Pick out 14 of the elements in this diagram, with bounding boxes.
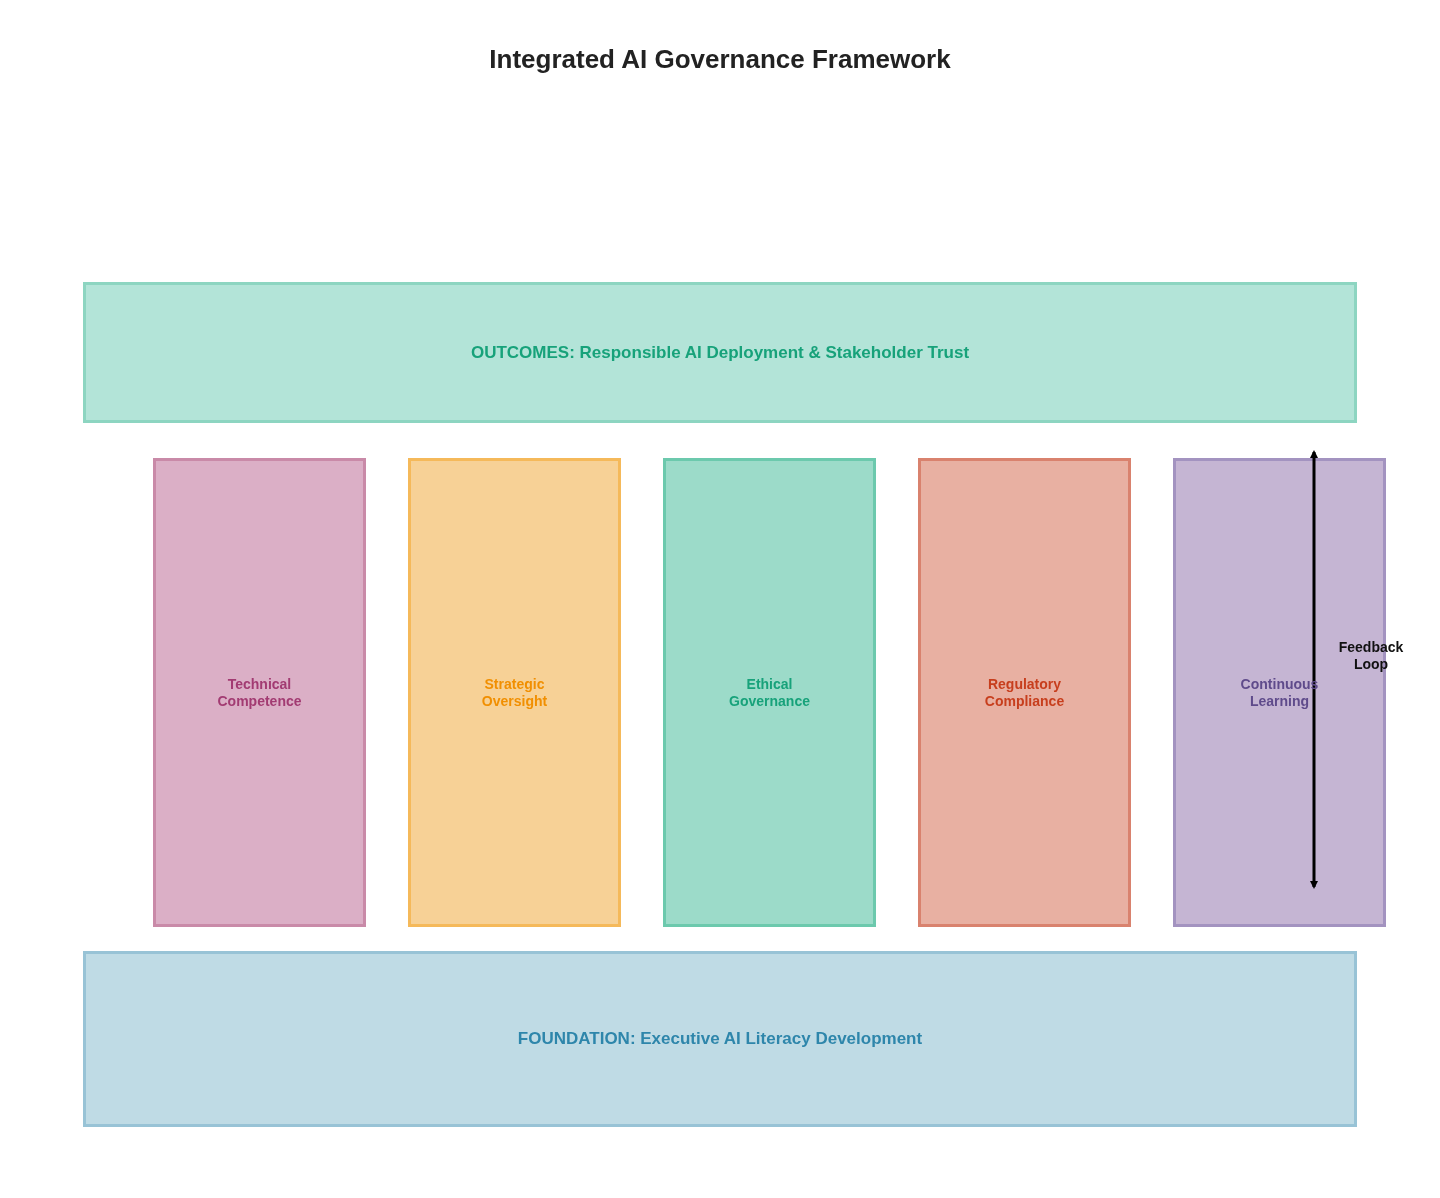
- pillar-box: [153, 458, 366, 927]
- diagram-title: Integrated AI Governance Framework: [488, 44, 952, 75]
- pillar-box: [663, 458, 876, 927]
- pillar-box: [918, 458, 1131, 927]
- node-label: Regulatory Compliance: [983, 675, 1066, 710]
- arrow-label: Feedback Loop: [1337, 639, 1405, 673]
- node-label: OUTCOMES: Responsible AI Deployment & Stakeholder Trust: [470, 342, 970, 363]
- node-label: FOUNDATION: Executive AI Literacy Development: [517, 1029, 923, 1049]
- node-label: Technical Competence: [216, 675, 303, 710]
- node-label: Ethical Governance: [728, 675, 811, 710]
- outcomes-band: [83, 282, 1357, 423]
- node-label: Strategic Oversight: [480, 675, 549, 710]
- pillar-box: [408, 458, 621, 927]
- foundation-band: [83, 951, 1357, 1127]
